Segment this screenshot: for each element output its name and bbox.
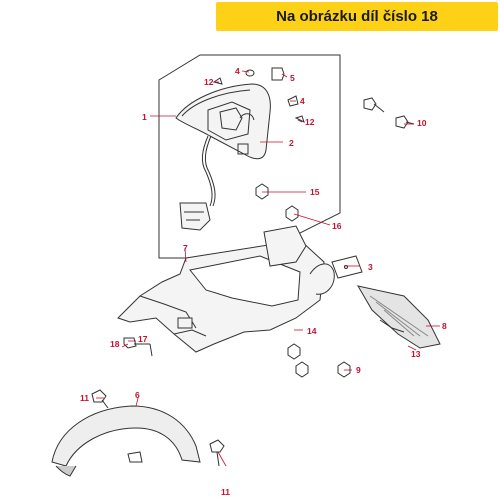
mudguard — [51, 405, 201, 477]
part-number-banner: Na obrázku díl číslo 18 — [216, 2, 498, 31]
callout-11-bottom: 11 — [221, 487, 230, 497]
callout-7: 7 — [183, 243, 188, 253]
callout-8: 8 — [442, 321, 447, 331]
rear-tray — [117, 225, 335, 353]
callout-5: 5 — [290, 73, 295, 83]
banner-text: Na obrázku díl číslo 18 — [276, 8, 438, 25]
callout-18: 18 — [110, 339, 120, 349]
callout-4-right: 4 — [300, 96, 305, 106]
callout-9: 9 — [356, 365, 361, 375]
nut-parts — [255, 183, 351, 378]
callout-1: 1 — [142, 112, 147, 122]
bolt-parts-11 — [91, 389, 225, 467]
callout-4-top: 4 — [235, 66, 240, 76]
callout-16: 16 — [332, 221, 342, 231]
callout-2: 2 — [289, 138, 294, 148]
clip-part-18 — [123, 337, 153, 357]
callout-3: 3 — [368, 262, 373, 272]
callout-11-left: 11 — [80, 393, 89, 403]
leader-lines — [96, 70, 440, 467]
callout-6: 6 — [135, 390, 140, 400]
reflector — [356, 285, 441, 349]
plate-bracket — [331, 255, 363, 279]
callout-14: 14 — [307, 326, 317, 336]
callout-10: 10 — [417, 118, 427, 128]
bolt-parts — [363, 97, 415, 129]
callout-15: 15 — [310, 187, 320, 197]
callout-12-top: 12 — [204, 77, 214, 87]
taillight-assembly — [175, 83, 271, 231]
taillight-group-box — [158, 54, 341, 259]
callout-17: 17 — [138, 334, 148, 344]
callout-12-right: 12 — [305, 117, 315, 127]
callout-13: 13 — [411, 349, 421, 359]
